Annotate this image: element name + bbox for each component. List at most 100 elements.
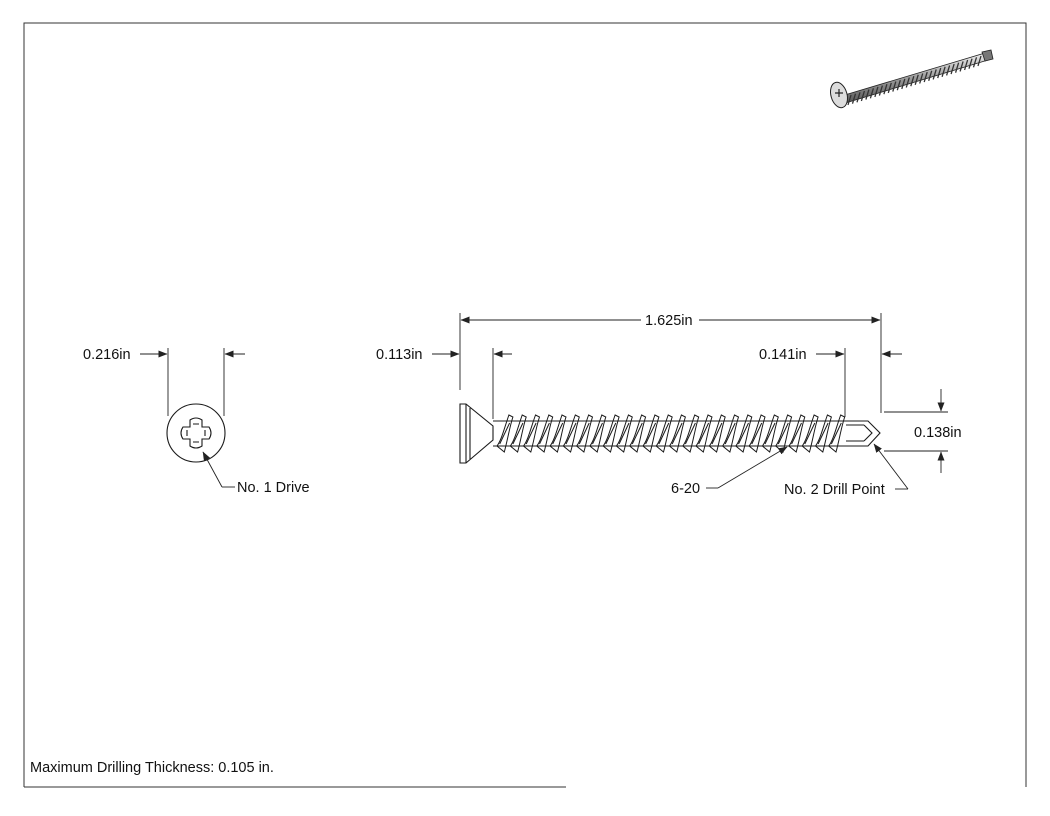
- thread-root: [724, 422, 736, 445]
- thread-root: [499, 422, 511, 445]
- thread-crest: [721, 414, 740, 453]
- thread-root: [539, 422, 550, 445]
- iso-thread-mark: [847, 94, 852, 106]
- dim-head-diameter: 0.216in: [83, 347, 245, 416]
- callout-drive: No. 1 Drive: [202, 451, 310, 496]
- thread-crest: [788, 414, 806, 453]
- isometric-view: [830, 49, 994, 109]
- iso-thread-mark: [945, 65, 951, 76]
- thread-root: [578, 422, 590, 445]
- thread-root: [738, 422, 749, 445]
- thread-root: [618, 422, 630, 445]
- thread-root: [711, 422, 723, 445]
- thread-crest: [509, 414, 527, 453]
- head-height-label: 0.113in: [376, 347, 423, 363]
- iso-thread-mark: [928, 70, 933, 81]
- iso-thread-mark: [910, 76, 915, 87]
- thread-crest: [775, 414, 793, 453]
- iso-thread-mark: [874, 86, 879, 98]
- thread-root: [658, 422, 670, 445]
- thread-root: [552, 422, 564, 445]
- thread-root: [817, 422, 829, 445]
- iso-thread-mark: [856, 92, 861, 103]
- drilling-thickness-note: Maximum Drilling Thickness: 0.105 in.: [30, 760, 274, 776]
- thread-crest: [655, 414, 673, 453]
- thread-root: [764, 422, 776, 445]
- iso-thread-mark: [941, 66, 946, 77]
- thread-root: [684, 422, 696, 445]
- iso-thread-mark: [972, 57, 978, 68]
- dim-overall-length: 1.625in: [459, 313, 882, 413]
- thread-root: [645, 422, 657, 445]
- thread-root: [804, 422, 816, 445]
- iso-thread-mark: [923, 71, 928, 83]
- thread-root: [671, 422, 683, 445]
- thread-root: [698, 422, 710, 445]
- dim-drill-point-length: 0.141in: [759, 347, 902, 417]
- drill-point-diameter-label: 0.138in: [914, 425, 962, 441]
- thread-crest: [814, 414, 833, 453]
- iso-thread-mark: [919, 73, 924, 84]
- thread-crest: [735, 414, 753, 453]
- thread-root: [605, 422, 617, 445]
- thread-label: 6-20: [671, 481, 700, 497]
- thread-crest: [615, 414, 633, 453]
- thread-root: [592, 422, 603, 445]
- iso-thread-mark: [869, 88, 875, 99]
- thread-root: [777, 422, 789, 445]
- thread-root: [830, 422, 842, 445]
- head-diameter-label: 0.216in: [83, 347, 131, 363]
- iso-thread-mark: [959, 61, 964, 72]
- dim-head-height: 0.113in: [376, 347, 512, 419]
- iso-thread-mark: [950, 63, 955, 75]
- iso-thread-mark: [860, 90, 866, 102]
- iso-thread-mark: [932, 69, 937, 80]
- thread-crest: [748, 414, 766, 453]
- iso-thread-mark: [878, 85, 884, 96]
- thread-crest: [602, 414, 620, 453]
- head-end-view: [166, 403, 226, 463]
- overall-length-label: 1.625in: [645, 313, 693, 329]
- callout-thread: 6-20: [671, 446, 788, 497]
- drill-point-length-label: 0.141in: [759, 347, 807, 363]
- thread-root: [791, 422, 802, 445]
- thread-crest: [682, 414, 700, 453]
- thread-crest: [708, 414, 726, 453]
- screw-side-view: [459, 403, 881, 464]
- thread-crest: [642, 414, 660, 453]
- sheet-border: [23, 22, 1027, 787]
- iso-thread-mark: [954, 62, 960, 73]
- thread-crest: [562, 414, 580, 453]
- thread-crest: [668, 414, 687, 453]
- iso-thread-mark: [905, 77, 910, 88]
- thread-crest: [695, 414, 713, 453]
- thread-root: [565, 422, 577, 445]
- iso-thread-mark: [892, 81, 897, 92]
- iso-thread-mark: [851, 93, 857, 104]
- thread-root: [525, 422, 537, 445]
- iso-thread-mark: [883, 84, 888, 95]
- iso-thread-mark: [968, 58, 973, 69]
- thread-crest: [629, 414, 647, 453]
- dim-drill-point-diameter: 0.138in: [884, 389, 962, 473]
- thread-crest: [761, 414, 779, 453]
- iso-thread-mark: [887, 82, 892, 94]
- thread-crest: [496, 414, 514, 453]
- iso-thread-mark: [977, 55, 982, 67]
- iso-thread-mark: [896, 80, 901, 91]
- iso-thread-mark: [963, 59, 969, 71]
- thread-helix: [496, 414, 846, 453]
- iso-thread-mark: [937, 67, 942, 79]
- thread-crest: [589, 414, 607, 453]
- thread-root: [751, 422, 763, 445]
- thread-crest: [536, 414, 554, 453]
- thread-crest: [575, 414, 594, 453]
- thread-crest: [549, 414, 567, 453]
- thread-root: [512, 422, 524, 445]
- drive-label: No. 1 Drive: [237, 480, 310, 496]
- thread-crest: [801, 414, 819, 453]
- callout-drill-point: No. 2 Drill Point: [784, 443, 909, 498]
- iso-thread-mark: [901, 78, 906, 90]
- thread-crest: [522, 414, 541, 453]
